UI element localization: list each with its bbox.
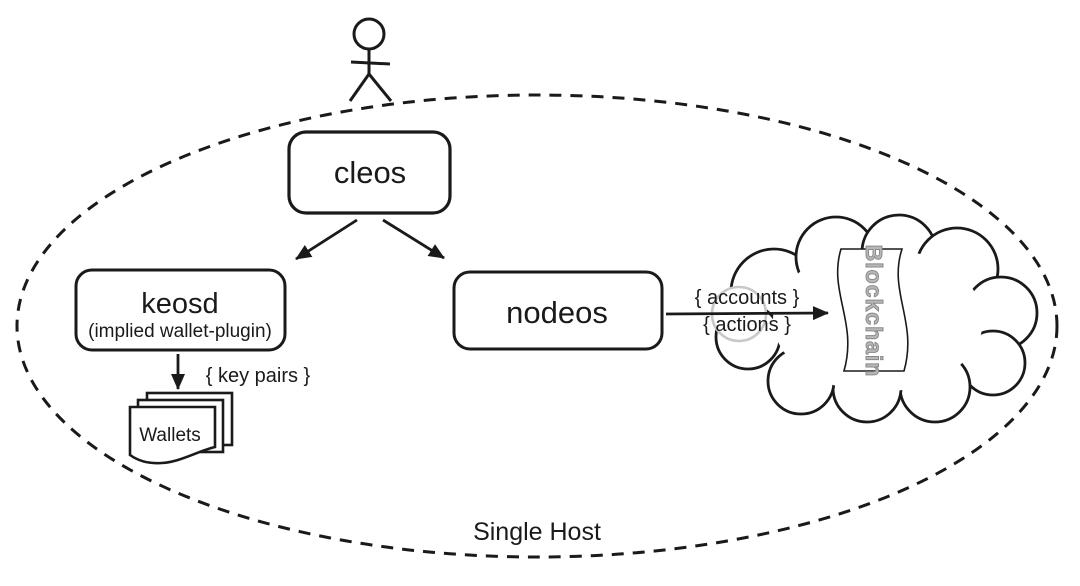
nodeos-node-box <box>452 270 664 351</box>
actions-edge-label: { actions } <box>703 314 791 336</box>
host-boundary-ellipse <box>15 93 1059 559</box>
keosd-node-box <box>74 268 287 352</box>
wallets-page-front <box>128 405 217 465</box>
edge-cleos-to-nodeos <box>382 218 445 260</box>
edge-nodeos-to-blockchain <box>665 306 829 321</box>
accounts-edge-label: { accounts } <box>695 287 800 309</box>
key-pairs-edge-label: { key pairs } <box>206 365 311 387</box>
single-host-label: Single Host <box>473 518 601 546</box>
edge-cleos-to-keosd <box>295 218 358 261</box>
blockchain-ribbon-icon <box>836 248 909 372</box>
cleos-node-box <box>287 130 452 215</box>
user-actor-icon <box>348 17 393 102</box>
blockchain-label: Blockchain <box>861 245 887 378</box>
keosd-node-sublabel: (implied wallet-plugin) <box>88 321 272 342</box>
keosd-node-label: keosd <box>141 288 218 320</box>
nodeos-node-label: nodeos <box>506 295 608 330</box>
wallets-label: Wallets <box>139 425 201 446</box>
wallets-stack-icon <box>128 391 234 465</box>
cleos-node-label: cleos <box>334 155 406 190</box>
